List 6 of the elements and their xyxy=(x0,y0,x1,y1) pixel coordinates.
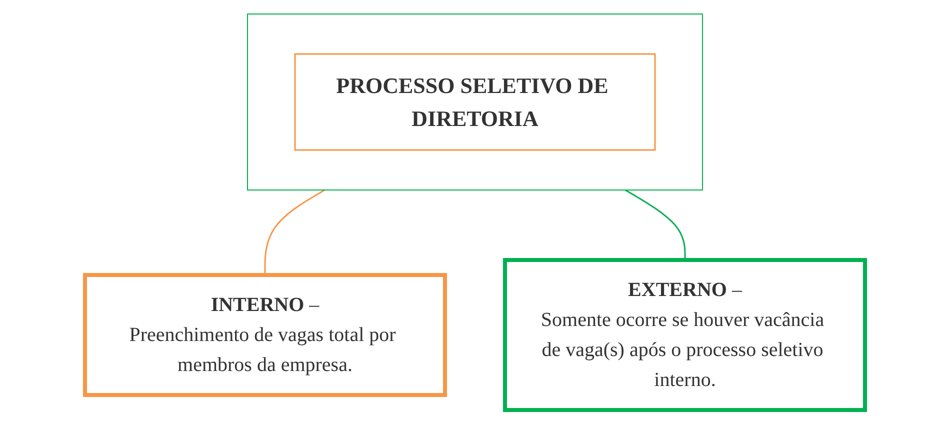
cluster xyxy=(246,14,702,190)
node-box: INTERNO – Preenchimento de vagas total por membros da empresa. xyxy=(82,273,446,397)
node-box: EXTERNO – Somente ocorre se houver vacância de vaga(s) após o processo seletivo interno. xyxy=(502,258,866,412)
connector xyxy=(624,189,686,260)
node-box: PROCESSO SELETIVO DE DIRETORIA xyxy=(294,53,656,151)
connector xyxy=(264,189,325,275)
